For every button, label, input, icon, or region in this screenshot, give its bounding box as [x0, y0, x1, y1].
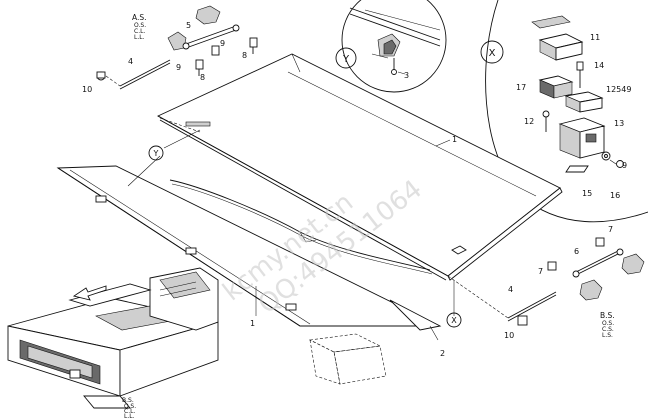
callout-9b: 9 — [176, 63, 181, 72]
bottom-right-hardware — [447, 237, 645, 326]
callout-8: 8 — [242, 51, 247, 60]
detail-y-circle — [341, 0, 447, 93]
panel-part-1 — [157, 53, 563, 281]
bs-title: B.S. — [600, 311, 615, 320]
top-left-hardware — [96, 5, 258, 90]
detail-x-label-main: X — [451, 316, 457, 325]
callout-14: 14 — [594, 61, 604, 70]
machine-block — [7, 267, 219, 409]
callout-7: 7 — [608, 225, 613, 234]
bs2-line-1: O.S. — [124, 403, 136, 410]
callout-12549: 12549 — [606, 85, 631, 94]
callout-3: 3 — [404, 71, 409, 80]
detail-x-label-top: X — [489, 48, 496, 59]
side-label-bs-right: B.S. O.S. C.S. L.S. — [600, 311, 615, 339]
as-line-3: L.L. — [134, 34, 145, 41]
bs-line-1: O.S. — [602, 320, 614, 327]
callout-12: 12 — [524, 117, 534, 126]
bs2-line-2: C.L. — [124, 408, 135, 415]
bs-line-2: C.S. — [602, 326, 614, 333]
tray-part-2 — [56, 165, 442, 331]
callout-5: 5 — [186, 21, 191, 30]
callout-13: 13 — [614, 119, 624, 128]
callout-10: 10 — [82, 85, 92, 94]
callout-16: 16 — [610, 191, 620, 200]
as-title: A.S. — [132, 13, 147, 22]
callout-11: 11 — [590, 33, 600, 42]
detail-y-label-top: Y — [342, 54, 350, 65]
bracket-below-tray — [308, 333, 387, 385]
bs-line-3: L.S. — [602, 332, 613, 339]
callout-10b: 10 — [504, 331, 514, 340]
callout-17: 17 — [516, 83, 526, 92]
bs2-line-3: L.L. — [124, 413, 135, 420]
as-line-2: C.L. — [134, 28, 145, 35]
callout-8b: 8 — [200, 73, 205, 82]
callout-7b: 7 — [538, 267, 543, 276]
callout-4b: 4 — [508, 285, 513, 294]
detail-y-label-main: Y — [153, 149, 159, 158]
callout-9: 9 — [220, 39, 225, 48]
leader-lines — [127, 53, 455, 341]
callout-2: 2 — [440, 349, 445, 358]
callout-1b: 1 — [250, 319, 255, 328]
as-line-1: O.S. — [134, 22, 146, 29]
callout-1: 1 — [452, 135, 457, 144]
callout-6: 6 — [574, 247, 579, 256]
bs2-title: B.S. — [122, 397, 134, 404]
detail-letters: Y Y X X — [148, 40, 504, 328]
callout-numbers: 1 1 2 3 4 4 5 6 7 7 8 8 9 9 9 10 10 11 1… — [82, 21, 631, 358]
callout-15: 15 — [582, 189, 592, 198]
callout-9c: 9 — [622, 161, 627, 170]
callout-4: 4 — [128, 57, 133, 66]
detail-x-circle — [485, 0, 648, 223]
side-label-bs-bottom: B.S. O.S. C.L. L.L. — [122, 397, 136, 420]
side-label-as: A.S. O.S. C.L. L.L. — [132, 13, 147, 41]
